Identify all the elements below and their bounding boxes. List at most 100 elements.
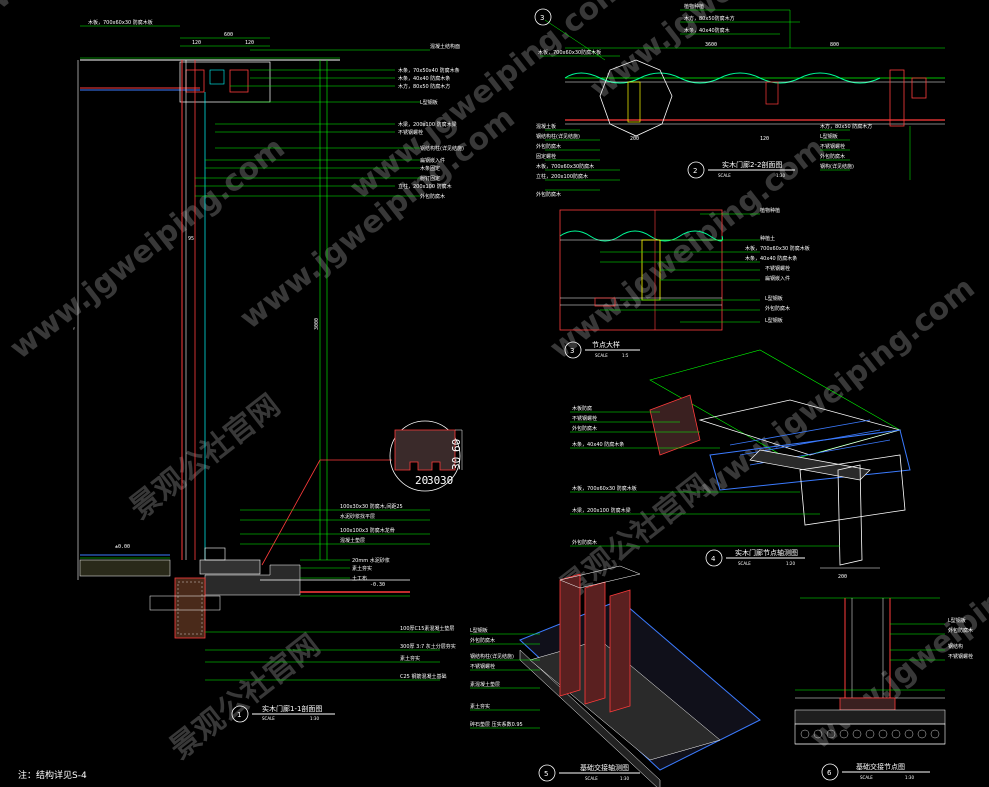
svg-text:木方，80x50防腐木方: 木方，80x50防腐木方 xyxy=(684,15,735,22)
svg-text:3: 3 xyxy=(540,14,544,22)
detail-2-section: 3 3600 800 200 120 植物种植 木方，80x50防腐木方 xyxy=(534,3,945,198)
detail-number: 3 xyxy=(570,347,574,355)
svg-text:L型钢板: L型钢板 xyxy=(765,317,783,324)
scale-value: 1:30 xyxy=(310,716,319,721)
svg-text:水泥砂浆找平层: 水泥砂浆找平层 xyxy=(340,513,375,520)
svg-text:L型钢板: L型钢板 xyxy=(820,133,838,140)
svg-text:-0.30: -0.30 xyxy=(370,582,385,588)
svg-text:木板，700x60x30 防腐木板: 木板，700x60x30 防腐木板 xyxy=(572,485,637,492)
scale-word: SCALE xyxy=(860,775,873,780)
svg-text:外包防腐木: 外包防腐木 xyxy=(572,539,597,546)
detail-5-foundation-axo: L型钢板 外包防腐木 钢结构柱(详见结施) 不锈钢螺栓 素混凝土垫层 素土夯实 … xyxy=(470,565,761,787)
callout-dim: 30 xyxy=(427,474,440,487)
scale-value: 1:20 xyxy=(786,561,795,566)
svg-text:木方，80x50 防腐木方: 木方，80x50 防腐木方 xyxy=(820,123,872,130)
svg-text:120: 120 xyxy=(245,40,254,46)
detail-number: 6 xyxy=(827,769,832,777)
scale-value: 1:30 xyxy=(776,173,785,178)
detail-title: 基础交接节点图 xyxy=(856,762,905,771)
svg-text:外包防腐木: 外包防腐木 xyxy=(536,191,561,198)
svg-text:800: 800 xyxy=(830,42,839,48)
svg-text:不锈钢螺栓: 不锈钢螺栓 xyxy=(765,265,790,272)
svg-text:不锈钢螺栓: 不锈钢螺栓 xyxy=(398,129,423,136)
callout-dim: 20 xyxy=(415,474,428,487)
svg-text:立柱，200x100 防腐木: 立柱，200x100 防腐木 xyxy=(398,183,452,190)
scale-value: 1:5 xyxy=(622,353,629,358)
callout-dim: 30 xyxy=(450,457,463,470)
detail-title: 基础交接轴测图 xyxy=(580,763,629,772)
watermark-text: www.jgweiping.com xyxy=(233,100,521,336)
svg-text:固定螺栓: 固定螺栓 xyxy=(536,153,556,160)
svg-text:外包防腐木: 外包防腐木 xyxy=(420,193,445,200)
detail-title: 实木门廊节点轴测图 xyxy=(735,548,798,557)
svg-text:素混凝土垫层: 素混凝土垫层 xyxy=(470,681,500,688)
detail-title: 节点大样 xyxy=(592,340,620,349)
watermark-text: www.jgweiping.com xyxy=(343,0,631,206)
svg-text:300厚 3:7 灰土分层夯实: 300厚 3:7 灰土分层夯实 xyxy=(400,643,456,650)
svg-text:素土夯实: 素土夯实 xyxy=(352,565,372,572)
svg-text:外包防腐木: 外包防腐木 xyxy=(948,627,973,634)
svg-text:土工布: 土工布 xyxy=(352,575,367,582)
svg-text:植物种植: 植物种植 xyxy=(760,207,780,214)
svg-text:木梁，200x100 防腐木梁: 木梁，200x100 防腐木梁 xyxy=(572,507,631,514)
svg-text:碎石垫层 压实系数0.95: 碎石垫层 压实系数0.95 xyxy=(470,721,523,728)
detail-number: 4 xyxy=(711,555,716,563)
svg-text:不锈钢螺栓: 不锈钢螺栓 xyxy=(572,415,597,422)
svg-text:混凝土板: 混凝土板 xyxy=(536,123,556,130)
watermark-text: www.jgweiping.com xyxy=(0,0,272,16)
svg-text:外包防腐木: 外包防腐木 xyxy=(470,637,495,644)
scale-word: SCALE xyxy=(262,716,275,721)
svg-text:素土夯实: 素土夯实 xyxy=(470,703,490,710)
svg-text:射钉固定: 射钉固定 xyxy=(420,175,440,182)
svg-text:钢结构柱(详见结施): 钢结构柱(详见结施) xyxy=(420,145,464,152)
svg-text:200: 200 xyxy=(630,136,639,142)
callout-dim: 30 xyxy=(440,474,453,487)
svg-text:L型钢板: L型钢板 xyxy=(420,99,438,106)
svg-text:钢构(详见结施): 钢构(详见结施) xyxy=(820,163,854,170)
svg-text:外包防腐木: 外包防腐木 xyxy=(572,425,597,432)
scale-word: SCALE xyxy=(595,353,608,358)
scale-value: 1:30 xyxy=(620,776,629,781)
detail-title: 实木门廊1-1剖面图 xyxy=(262,704,322,713)
svg-text:木板，700x60x30 防腐木板: 木板，700x60x30 防腐木板 xyxy=(88,19,153,26)
footer-note: 注：结构详见S-4 xyxy=(18,769,87,781)
svg-text:木板防腐: 木板防腐 xyxy=(572,405,592,412)
watermark-text: www.jgweiping.com xyxy=(3,130,291,366)
svg-text:木条，40x40 防腐木条: 木条，40x40 防腐木条 xyxy=(572,441,624,448)
svg-text:外包防腐木: 外包防腐木 xyxy=(536,143,561,150)
detail-1-section: 600 120 120 木板，700x60x30 防腐木板 ~ 3000 95 xyxy=(72,19,464,723)
detail-4-axonometric: 200 木板防腐 不锈钢螺栓 外包防腐木 木条，40x40 防腐木条 木板，70… xyxy=(570,349,911,580)
svg-text:混凝土垫层: 混凝土垫层 xyxy=(340,537,365,544)
svg-text:外包防腐木: 外包防腐木 xyxy=(765,305,790,312)
svg-text:钢结构柱(详见结施): 钢结构柱(详见结施) xyxy=(470,653,514,660)
svg-text:±0.00: ±0.00 xyxy=(115,544,130,550)
svg-text:L型钢板: L型钢板 xyxy=(765,295,783,302)
scale-word: SCALE xyxy=(585,776,598,781)
detail-number: 5 xyxy=(544,770,548,778)
svg-text:100厚C15素混凝土垫层: 100厚C15素混凝土垫层 xyxy=(400,625,454,632)
watermark-layer: www.jgweiping.com 景观公社官网 www.jgweiping.c… xyxy=(0,0,989,766)
detail-number: 2 xyxy=(693,167,697,175)
svg-text:20mm 水泥砂浆: 20mm 水泥砂浆 xyxy=(352,557,390,564)
svg-text:种植土: 种植土 xyxy=(760,235,775,242)
svg-text:混凝土结构面: 混凝土结构面 xyxy=(430,43,460,50)
detail-3-node: 植物种植 种植土 木板，700x60x30 防腐木板 木条，40x40 防腐木条… xyxy=(559,207,810,359)
svg-text:木条，70x50x40 防腐木条: 木条，70x50x40 防腐木条 xyxy=(398,67,460,74)
scale-value: 1:30 xyxy=(905,775,914,780)
svg-text:钢结构柱(详见结施): 钢结构柱(详见结施) xyxy=(536,133,580,140)
svg-text:不锈钢螺栓: 不锈钢螺栓 xyxy=(470,663,495,670)
svg-text:C25 钢筋混凝土基础: C25 钢筋混凝土基础 xyxy=(400,673,446,680)
detail-number: 1 xyxy=(237,711,241,719)
svg-text:木条固定: 木条固定 xyxy=(420,165,440,172)
svg-text:100x30x30 防腐木,间距25: 100x30x30 防腐木,间距25 xyxy=(340,503,403,510)
svg-text:钢结构: 钢结构 xyxy=(948,643,963,650)
detail-title: 实木门廊2-2剖面图 xyxy=(722,160,782,169)
svg-text:L型钢板: L型钢板 xyxy=(470,627,488,634)
svg-text:3600: 3600 xyxy=(705,42,717,48)
watermark-text: 景观公社官网 xyxy=(163,628,326,766)
scale-word: SCALE xyxy=(738,561,751,566)
svg-text:木条，40x40防腐木: 木条，40x40防腐木 xyxy=(684,27,730,34)
svg-text:扁钢嵌入件: 扁钢嵌入件 xyxy=(765,275,790,282)
svg-text:3000: 3000 xyxy=(314,318,320,330)
